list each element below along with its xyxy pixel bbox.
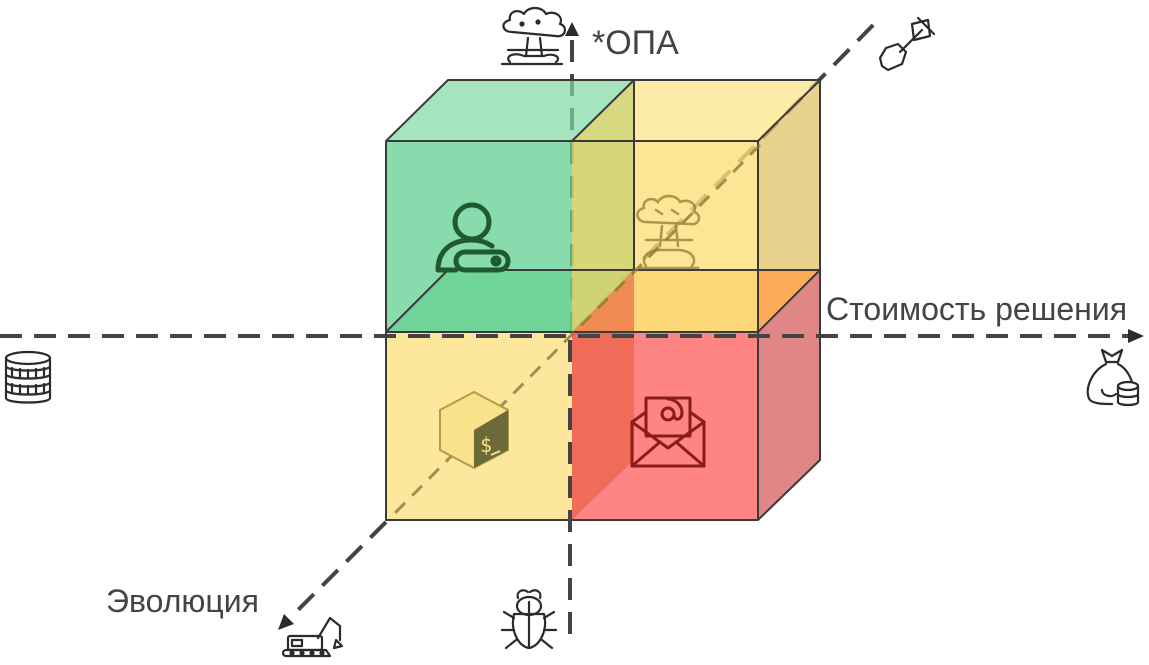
depth-axis-arrowhead <box>278 614 294 630</box>
shovel-icon <box>878 16 936 72</box>
depth-axis-near <box>288 520 388 620</box>
depth-axis-label: Эволюция <box>106 583 259 619</box>
shell-script-icon: $ <box>439 390 509 470</box>
bug-icon <box>500 589 558 650</box>
svg-text:$: $ <box>480 433 492 457</box>
top-left-cell-top-face <box>386 80 634 141</box>
cube-edges <box>385 79 821 521</box>
vertical-axis-label: *ОПА <box>592 24 679 62</box>
cell-nuclear-explosion-icon <box>636 194 701 270</box>
coins-stack-icon <box>4 350 52 404</box>
user-key-icon <box>435 202 511 273</box>
nuclear-explosion-icon <box>500 6 566 66</box>
horizontal-axis-arrowhead <box>1128 329 1144 343</box>
money-bag-icon <box>1086 348 1140 407</box>
horizontal-axis-label: Стоимость решения <box>826 291 1127 327</box>
excavator-icon <box>281 616 344 658</box>
bottom-right-cell-side-face <box>758 270 820 520</box>
email-icon <box>630 396 706 468</box>
vertical-axis-arrowhead <box>565 22 579 36</box>
